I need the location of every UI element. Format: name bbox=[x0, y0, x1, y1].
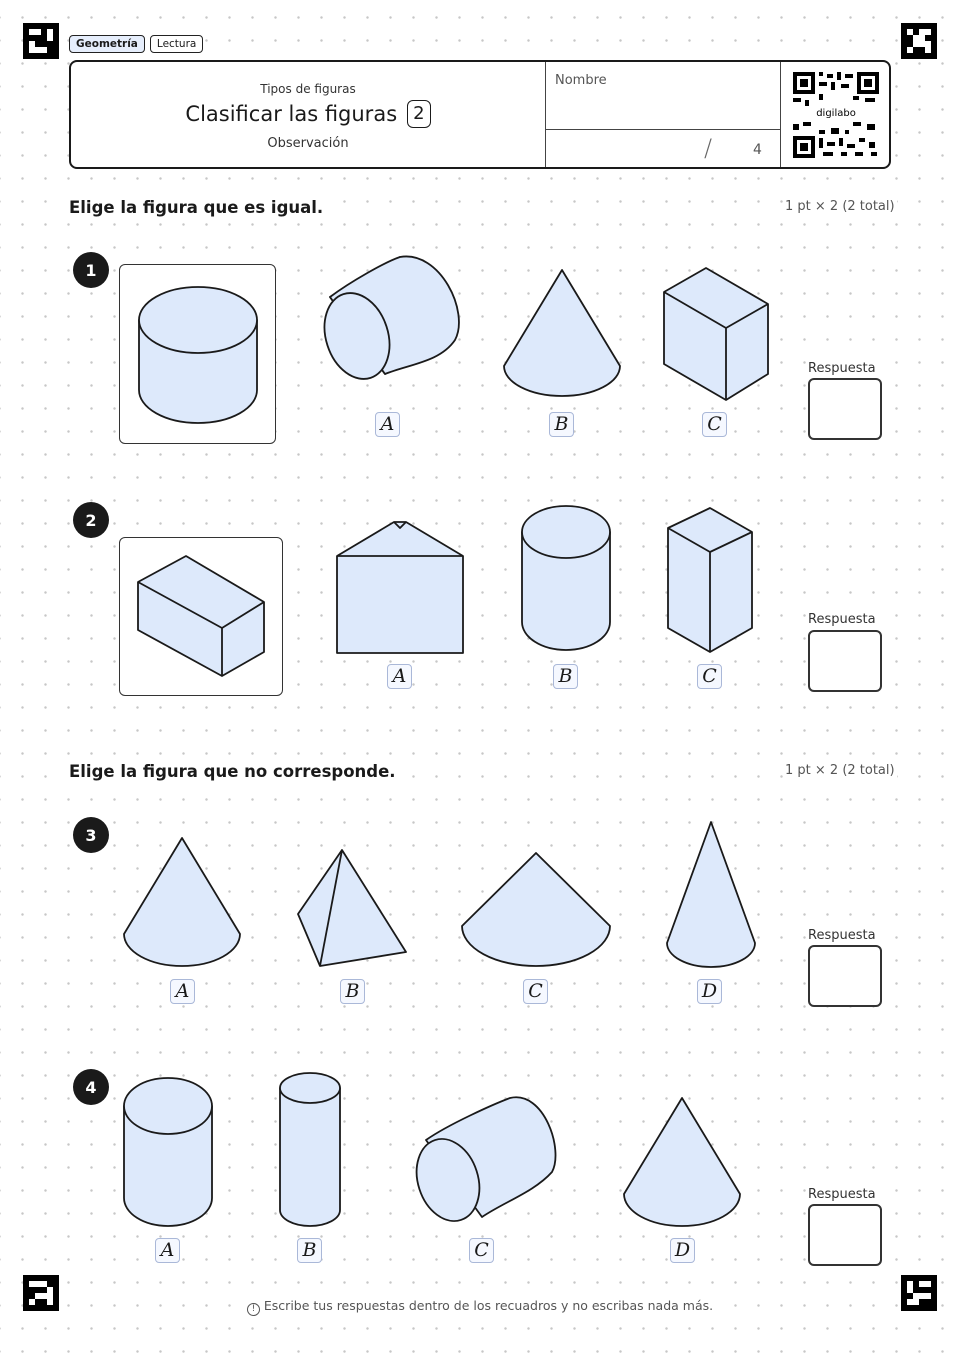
section-points-2: 1 pt × 2 (2 total) bbox=[783, 763, 897, 778]
option-cone-shape[interactable] bbox=[120, 834, 244, 970]
option-cube-shape[interactable] bbox=[660, 264, 772, 404]
option-pyramid-shape[interactable] bbox=[294, 846, 410, 970]
score-total: 4 bbox=[753, 142, 762, 158]
worksheet-header: Tipos de figuras Clasificar las figuras … bbox=[69, 60, 891, 169]
option-cone-shape[interactable] bbox=[620, 1094, 744, 1230]
section-title-1: Elige la figura que es igual. bbox=[67, 198, 326, 217]
reference-box-prism-shape bbox=[137, 555, 265, 677]
option-tall-cone-shape[interactable] bbox=[662, 818, 760, 970]
section-points-1: 1 pt × 2 (2 total) bbox=[783, 199, 897, 214]
option-label-4c[interactable]: C bbox=[469, 1238, 494, 1263]
header-subtitle: Tipos de figuras bbox=[260, 82, 356, 96]
divider bbox=[546, 129, 780, 130]
tag-reading[interactable]: Lectura bbox=[149, 35, 204, 53]
option-label-3b[interactable]: B bbox=[340, 979, 365, 1004]
footer-note: !Escribe tus respuestas dentro de los re… bbox=[0, 1298, 960, 1316]
qr-code-icon: digilabo bbox=[793, 72, 879, 158]
option-label-1b[interactable]: B bbox=[549, 412, 574, 437]
worksheet-number: 2 bbox=[407, 100, 431, 128]
option-cone-shape[interactable] bbox=[500, 266, 624, 402]
option-label-1a[interactable]: A bbox=[375, 412, 400, 437]
question-number-2: 2 bbox=[73, 502, 109, 538]
corner-marker-bottom-left bbox=[23, 1275, 59, 1311]
question-number-4: 4 bbox=[73, 1069, 109, 1105]
svg-text:digilabo: digilabo bbox=[816, 108, 856, 119]
name-score-area: Nombre / 4 bbox=[545, 62, 781, 167]
footer-text: Escribe tus respuestas dentro de los rec… bbox=[263, 1298, 714, 1313]
option-cylinder-shape[interactable] bbox=[518, 502, 614, 654]
option-cylinder-shape[interactable] bbox=[120, 1074, 216, 1230]
option-label-4b[interactable]: B bbox=[297, 1238, 322, 1263]
question-number-3: 3 bbox=[73, 817, 109, 853]
answer-label-4: Respuesta bbox=[808, 1187, 876, 1202]
option-label-4a[interactable]: A bbox=[155, 1238, 180, 1263]
name-label: Nombre bbox=[555, 73, 607, 88]
info-icon: ! bbox=[246, 1303, 260, 1316]
option-wide-cone-shape[interactable] bbox=[458, 850, 614, 970]
option-label-2a[interactable]: A bbox=[387, 664, 412, 689]
option-lying-cylinder-shape[interactable] bbox=[404, 1092, 560, 1230]
option-lying-cylinder-shape[interactable] bbox=[310, 252, 466, 402]
answer-box-4[interactable] bbox=[808, 1204, 882, 1266]
corner-marker-top-left bbox=[23, 23, 59, 59]
answer-label-2: Respuesta bbox=[808, 612, 876, 627]
corner-marker-top-right bbox=[901, 23, 937, 59]
answer-box-3[interactable] bbox=[808, 945, 882, 1007]
page-title: Clasificar las figuras 2 bbox=[71, 100, 545, 128]
answer-box-1[interactable] bbox=[808, 378, 882, 440]
question-number-1: 1 bbox=[73, 252, 109, 288]
option-triangular-prism-shape[interactable] bbox=[334, 518, 466, 656]
option-label-3d[interactable]: D bbox=[697, 979, 722, 1004]
reference-cylinder-shape bbox=[138, 286, 258, 424]
header-mode: Observación bbox=[267, 136, 349, 151]
option-label-3c[interactable]: C bbox=[523, 979, 548, 1004]
option-label-3a[interactable]: A bbox=[170, 979, 195, 1004]
option-narrow-cylinder-shape[interactable] bbox=[276, 1070, 344, 1230]
tag-geometry[interactable]: Geometría bbox=[69, 35, 145, 53]
corner-marker-bottom-right bbox=[901, 1275, 937, 1311]
option-label-2b[interactable]: B bbox=[553, 664, 578, 689]
option-label-1c[interactable]: C bbox=[702, 412, 727, 437]
page-title-text: Clasificar las figuras bbox=[185, 102, 398, 126]
answer-label-3: Respuesta bbox=[808, 928, 876, 943]
tag-bar: Geometría Lectura bbox=[69, 35, 204, 53]
option-label-2c[interactable]: C bbox=[697, 664, 722, 689]
header-title-area: Tipos de figuras Clasificar las figuras … bbox=[71, 62, 545, 167]
score-slash: / bbox=[704, 134, 713, 162]
answer-label-1: Respuesta bbox=[808, 361, 876, 376]
section-title-2: Elige la figura que no corresponde. bbox=[67, 762, 398, 781]
answer-box-2[interactable] bbox=[808, 630, 882, 692]
option-label-4d[interactable]: D bbox=[670, 1238, 695, 1263]
option-tall-square-prism-shape[interactable] bbox=[664, 504, 758, 656]
